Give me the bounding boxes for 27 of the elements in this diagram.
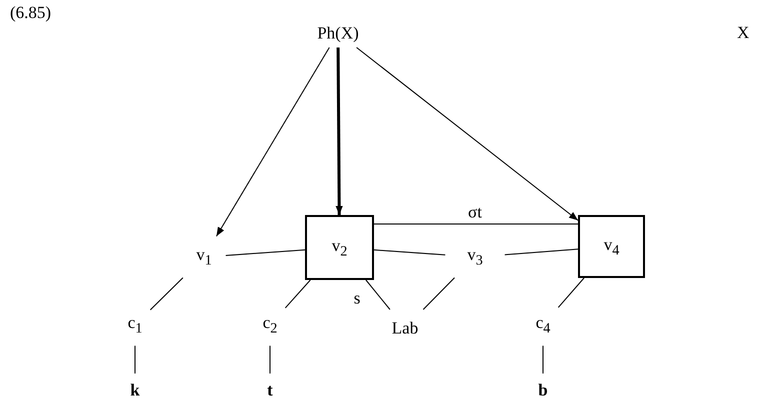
arrow [356,47,578,221]
connector-line [504,248,578,256]
vertex-box: v$_{2}$ [305,215,374,280]
connector-line [558,278,585,308]
node-label: k [124,374,146,405]
connector-line [365,280,390,310]
connector-line [134,345,136,374]
equation-number: (6.85) [10,4,52,21]
vertex-box: v$_{4}$ [578,215,645,278]
connector-line [225,249,306,256]
node-label: b [532,374,554,405]
connector-line [374,249,446,256]
connector-line [422,277,455,310]
node-label: Lab [384,310,426,346]
connector-line [542,345,544,374]
node-label: c$_{1}$ [120,304,150,346]
connector-line [284,280,311,308]
node-label: v$_{3}$ [445,236,505,278]
node-label: c$_{4}$ [528,304,558,346]
node-label: v$_{1}$ [182,236,226,278]
connector-line [150,277,184,310]
arrow [336,47,343,216]
node-label: t [261,374,279,405]
node-label: c$_{2}$ [254,304,286,346]
diagram-label: X [737,24,750,41]
arrow [216,47,330,237]
node-label: Ph(X) [311,18,365,48]
